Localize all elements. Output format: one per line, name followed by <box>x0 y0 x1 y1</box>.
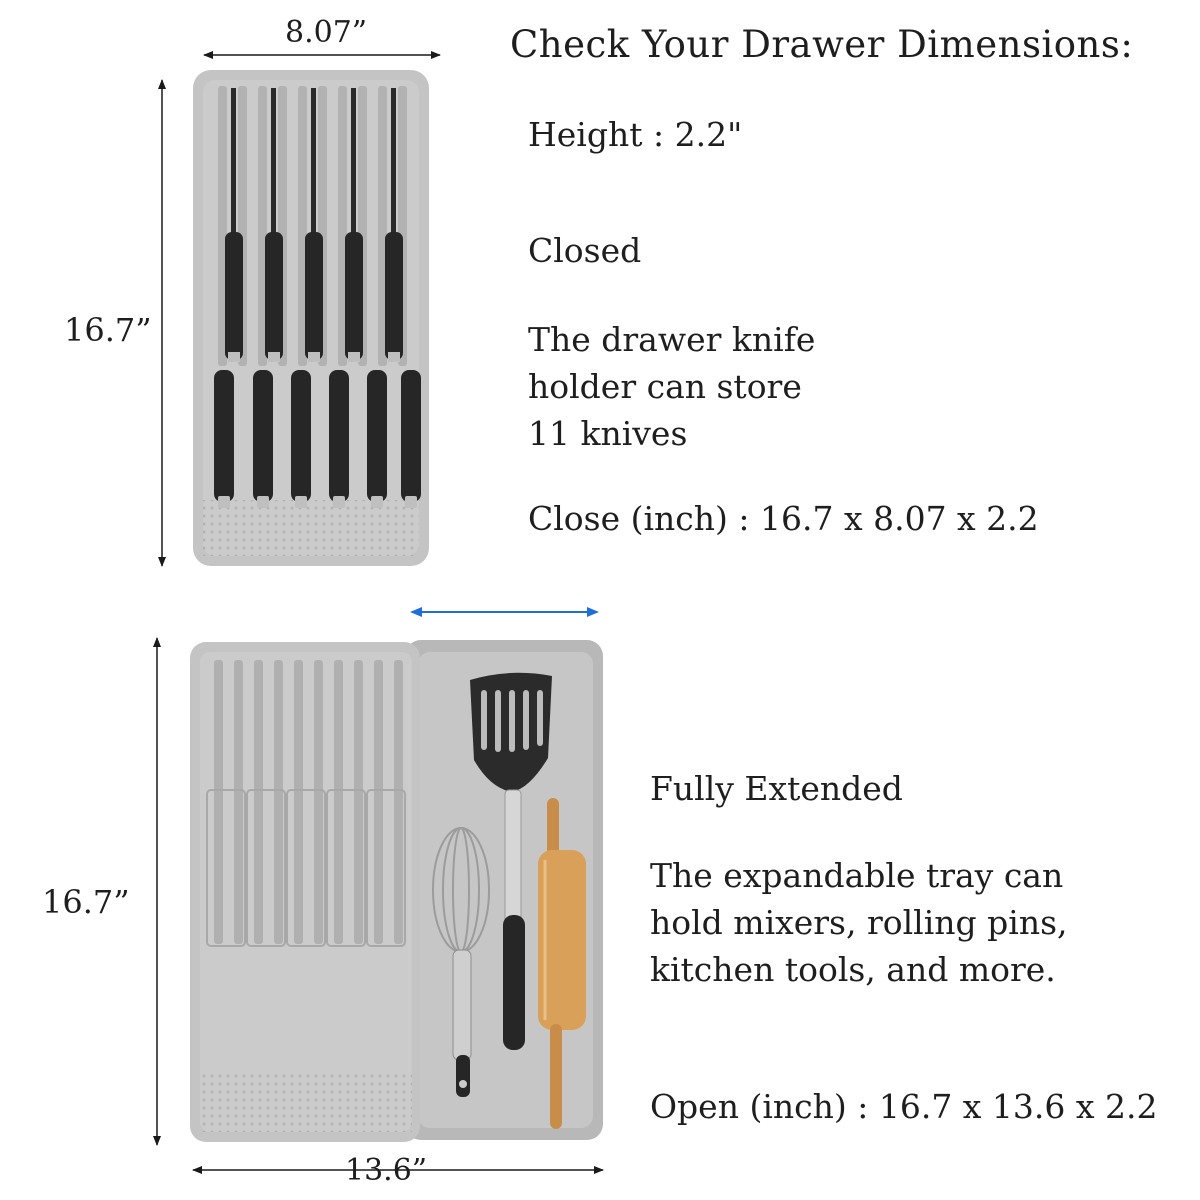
spatula-icon <box>470 672 552 1050</box>
knife-slot <box>286 789 326 947</box>
knife-icon <box>305 88 323 362</box>
page-title: Check Your Drawer Dimensions: <box>510 23 1134 66</box>
knife-icon <box>253 370 273 508</box>
extended-description: The expandable tray can hold mixers, rol… <box>650 852 1150 993</box>
whisk-icon <box>432 827 490 1097</box>
knife-icon <box>385 88 403 362</box>
closed-description-line: holder can store <box>528 367 802 406</box>
knife-icon <box>401 370 421 508</box>
knife-slot <box>254 660 263 944</box>
knife-slot <box>294 660 303 944</box>
closed-tray <box>193 70 429 566</box>
extended-description-line: kitchen tools, and more. <box>650 950 1056 989</box>
bottom-width-label: 13.6” <box>345 1153 428 1188</box>
extended-tray <box>190 640 603 1142</box>
bottom-height-label: 16.7” <box>42 883 130 921</box>
knife-icon <box>214 370 234 508</box>
knife-slot <box>206 789 246 947</box>
extended-description-line: The expandable tray can <box>650 856 1064 895</box>
knife-icon <box>291 370 311 508</box>
knife-slot <box>378 86 387 366</box>
knife-slot <box>366 789 406 947</box>
dimension-arrows <box>153 51 604 1174</box>
knife-slot <box>394 660 403 944</box>
knife-slot <box>234 660 243 944</box>
closed-dimensions: Close (inch) : 16.7 x 8.07 x 2.2 <box>528 499 1039 538</box>
knife-slot <box>374 660 383 944</box>
knife-slot <box>314 660 323 944</box>
knife-slot <box>258 86 267 366</box>
knife-icon <box>329 370 349 508</box>
open-dimensions: Open (inch) : 16.7 x 13.6 x 2.2 <box>650 1087 1158 1126</box>
knife-slot <box>214 660 223 944</box>
closed-heading: Closed <box>528 231 642 270</box>
rolling-pin-icon <box>538 798 586 1129</box>
closed-description: The drawer knife holder can store 11 kni… <box>528 316 868 457</box>
knife-slot <box>274 660 283 944</box>
knife-slot <box>354 660 363 944</box>
knife-slot <box>334 660 343 944</box>
knife-icon <box>367 370 387 508</box>
extended-description-line: hold mixers, rolling pins, <box>650 903 1068 942</box>
knife-slot <box>246 789 286 947</box>
top-width-label: 8.07” <box>285 15 368 50</box>
knife-slot <box>338 86 347 366</box>
knife-slot <box>298 86 307 366</box>
height-spec: Height : 2.2" <box>528 115 743 154</box>
closed-description-line: 11 knives <box>528 414 688 453</box>
knife-slot <box>218 86 227 366</box>
closed-description-line: The drawer knife <box>528 320 816 359</box>
knife-icon <box>265 88 283 362</box>
knife-icon <box>225 88 243 362</box>
extended-heading: Fully Extended <box>650 769 903 808</box>
knife-icon <box>345 88 363 362</box>
top-height-label: 16.7” <box>64 311 152 349</box>
knife-slot <box>326 789 366 947</box>
